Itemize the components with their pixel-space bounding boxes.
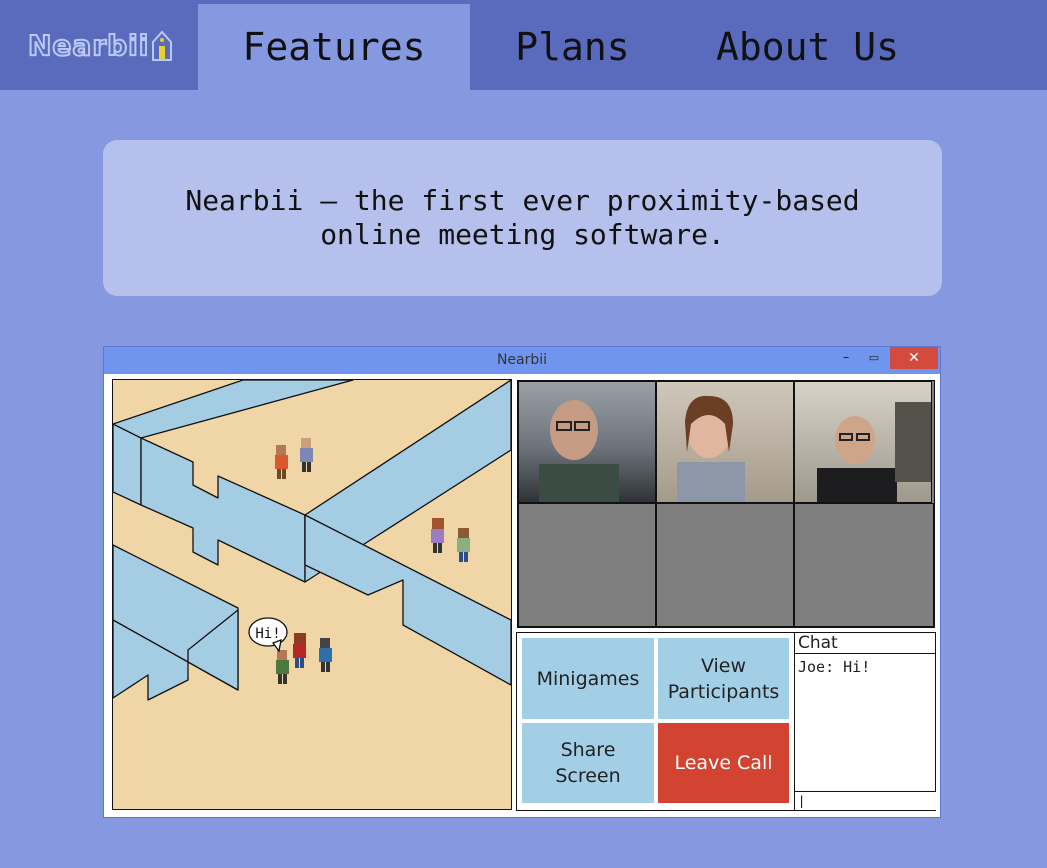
video-tile[interactable] (656, 381, 794, 504)
video-tile[interactable] (794, 381, 932, 504)
share-screen-label-2: Screen (555, 765, 621, 787)
close-icon[interactable]: ✕ (890, 347, 938, 369)
participant-video (677, 395, 745, 504)
minimize-icon[interactable]: – (842, 350, 850, 365)
wall (113, 380, 354, 439)
video-tile-empty (656, 503, 794, 627)
chat-header: Chat (795, 633, 936, 654)
wall (113, 609, 239, 701)
tagline-line-2: online meeting software. (320, 218, 725, 251)
proximity-map[interactable]: Hi! (112, 379, 512, 810)
chat-input[interactable] (795, 791, 936, 810)
app-window: Nearbii – ▭ ✕ (103, 346, 941, 818)
avatar (300, 438, 313, 472)
logo[interactable]: Nearbii (27, 20, 173, 70)
speech-bubble: Hi! (248, 617, 288, 653)
tab-plans[interactable]: Plans (515, 25, 630, 69)
participant-video (817, 402, 931, 504)
tab-about-us[interactable]: About Us (715, 25, 900, 69)
share-screen-button[interactable]: Share Screen (522, 723, 654, 803)
characters (275, 438, 470, 684)
avatar (431, 518, 444, 553)
avatar (293, 633, 306, 668)
chat-panel: Chat Joe: Hi! (794, 633, 936, 810)
avatar (276, 650, 289, 684)
view-participants-label-1: View (700, 654, 747, 677)
logo-text: Nearbii (27, 28, 150, 63)
view-participants-button[interactable]: View Participants (658, 638, 789, 719)
leave-call-label: Leave Call (674, 752, 773, 774)
participant-video (539, 400, 619, 504)
minigames-label: Minigames (536, 667, 640, 690)
video-tile[interactable] (518, 381, 656, 504)
wall (304, 514, 511, 686)
leave-call-button[interactable]: Leave Call (658, 723, 789, 803)
call-controls: Minigames View Participants Share Screen… (516, 632, 936, 811)
tab-features[interactable]: Features (198, 4, 470, 90)
video-tile-empty (518, 503, 656, 627)
view-participants-label-2: Participants (667, 680, 780, 703)
speech-bubble-text: Hi! (255, 626, 280, 642)
avatar (457, 528, 470, 562)
chat-message: Joe: Hi! (798, 658, 871, 676)
avatar (319, 638, 332, 672)
window-titlebar[interactable]: Nearbii (104, 347, 940, 374)
tagline-card: Nearbii – the first ever proximity-based… (103, 140, 942, 296)
video-tile-empty (794, 503, 934, 627)
maximize-icon[interactable]: ▭ (868, 351, 880, 364)
share-screen-label-1: Share (560, 739, 616, 761)
wall (113, 423, 142, 506)
tagline-line-1: Nearbii – the first ever proximity-based (185, 184, 860, 217)
minigames-button[interactable]: Minigames (522, 638, 654, 719)
avatar (275, 445, 288, 479)
top-nav: Nearbii Features Plans About Us (0, 0, 1047, 90)
house-icon (152, 30, 173, 61)
map-canvas: Hi! (113, 380, 511, 701)
window-title: Nearbii (496, 352, 548, 368)
video-grid (517, 380, 935, 628)
